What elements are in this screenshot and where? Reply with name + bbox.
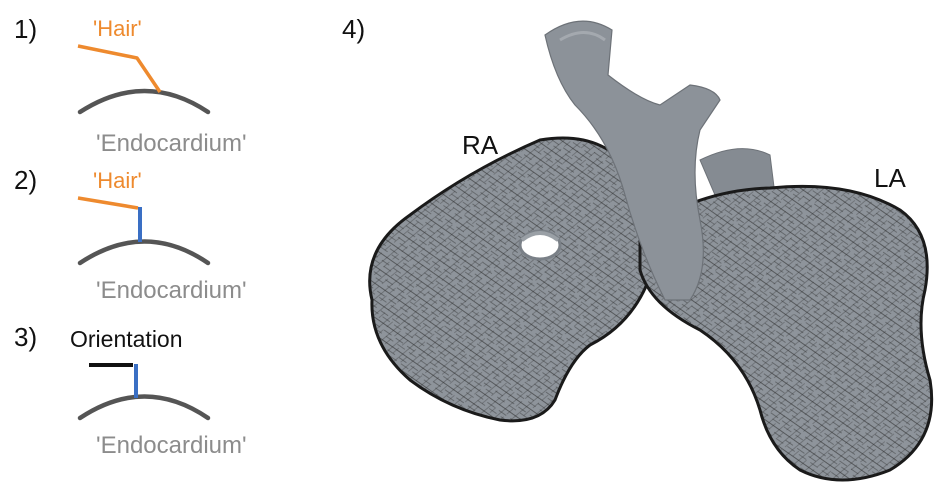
panel-2-endocardium-arc: [80, 242, 208, 264]
panel-3-endocardium-arc: [80, 397, 208, 419]
panel-2-schematic: [78, 198, 208, 263]
panel-1-hair-line: [78, 46, 160, 92]
panel-1-schematic: [78, 46, 208, 112]
panel-1-endocardium-arc: [80, 91, 208, 112]
panel-3-schematic: [80, 364, 208, 418]
panel-2-hair-line: [78, 198, 138, 208]
atria-fiber-rendering: [370, 21, 932, 480]
